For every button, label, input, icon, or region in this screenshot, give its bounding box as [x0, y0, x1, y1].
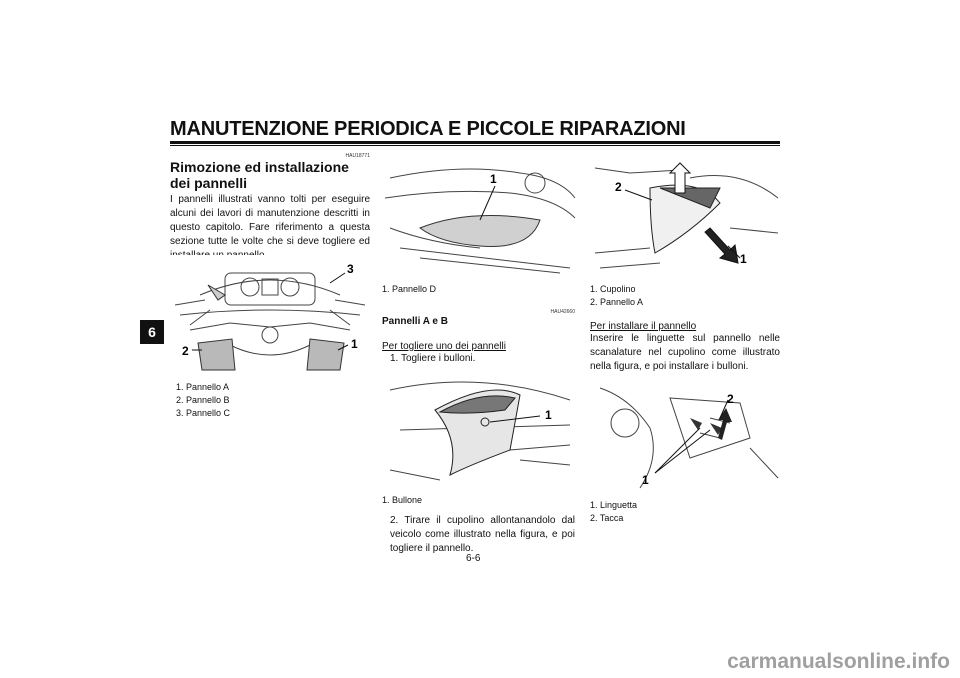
figure-cupolino: 2 1 [590, 158, 780, 278]
step-2: 2. Tirare il cupolino allontanandolo dal… [390, 515, 575, 554]
label-1: 1 [642, 473, 649, 487]
caption-bolt: 1. Bullone [382, 495, 423, 505]
label-1: 1 [740, 252, 747, 266]
section-heading: Rimozione ed installazione dei pannelli [170, 159, 349, 191]
tab-illustration [599, 387, 779, 489]
label-2: 2 [182, 344, 189, 358]
step-1: 1. Togliere i bulloni. [390, 353, 476, 364]
footer-bar [0, 650, 960, 678]
arrow-up-icon [718, 408, 732, 440]
panel-d-shape [418, 215, 541, 247]
arrow-up-icon [668, 162, 692, 194]
dashboard-illustration [174, 272, 366, 356]
remove-panel-heading: Per togliere uno dei pannelli [382, 341, 506, 352]
figure-panels-abc: 3 2 1 [170, 255, 370, 375]
title-rule [170, 141, 780, 144]
section-tab: 6 [140, 320, 164, 344]
label-2: 2 [615, 180, 622, 194]
caption-linguetta: 1. Linguetta [590, 500, 638, 510]
caption-2: 2. Pannello B [176, 395, 230, 405]
title-rule-thin [170, 145, 780, 146]
bolt-shape [480, 417, 490, 427]
arrow-down-icon [704, 227, 739, 264]
page-title: MANUTENZIONE PERIODICA E PICCOLE RIPARAZ… [170, 118, 686, 140]
panel-c-shape [207, 284, 226, 301]
label-1: 1 [351, 337, 358, 351]
caption-pannello-a: 2. Pannello A [590, 297, 644, 307]
caption-panel-d: 1. Pannello D [382, 284, 437, 294]
figure-panel-d: 1 [380, 158, 580, 278]
label-3: 3 [347, 262, 354, 276]
caption-tacca: 2. Tacca [590, 513, 624, 523]
caption-1: 1. Pannello A [176, 382, 230, 392]
section-code-2: HAU42660 [550, 309, 575, 315]
intro-paragraph: I pannelli illustrati vanno tolti per es… [170, 194, 370, 261]
subheading-panels-ab: Pannelli A e B [382, 316, 448, 327]
install-panel-heading: Per installare il pannello [590, 321, 697, 332]
figure-tabs: 2 1 [590, 378, 780, 496]
label-1: 1 [490, 172, 497, 186]
label-2: 2 [727, 392, 734, 406]
section-code: HAU18771 [345, 153, 370, 159]
page-number: 6-6 [466, 553, 481, 564]
caption-cupolino: 1. Cupolino [590, 284, 636, 294]
figure-bolt: 1 [380, 370, 580, 490]
seat-illustration [384, 168, 576, 274]
panel-a-shape [306, 338, 345, 371]
fairing-illustration [594, 167, 779, 269]
label-1: 1 [545, 408, 552, 422]
panel-b-shape [197, 338, 236, 371]
watermark-text[interactable]: carmanualsonline.info [727, 650, 950, 673]
install-paragraph: Inserire le linguette sul pannello nelle… [590, 333, 780, 372]
caption-3: 3. Pannello C [176, 408, 231, 418]
